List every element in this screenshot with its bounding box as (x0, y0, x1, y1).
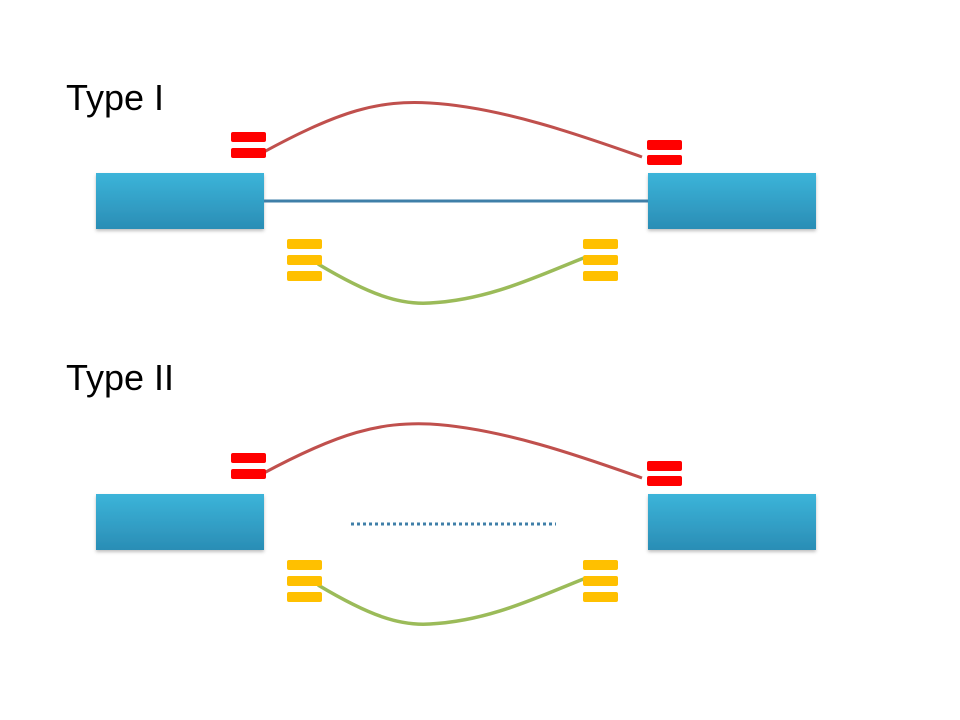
yellow-marker (583, 576, 618, 586)
yellow-marker (287, 592, 322, 602)
red-marker (231, 469, 266, 479)
yellow-marker (583, 271, 618, 281)
yellow-marker (583, 255, 618, 265)
red-marker (647, 461, 682, 471)
yellow-marker (583, 592, 618, 602)
right-exon (648, 173, 816, 229)
yellow-marker (583, 239, 618, 249)
panel-type-ii (96, 422, 816, 626)
yellow-marker (287, 239, 322, 249)
lower-green-arc (317, 576, 587, 626)
type-i-label: Type I (66, 77, 165, 118)
upper-red-arc (261, 422, 643, 480)
red-marker (647, 140, 682, 150)
lower-green-arc (317, 255, 587, 305)
red-marker (647, 476, 682, 486)
yellow-marker (583, 560, 618, 570)
left-exon (96, 494, 264, 550)
red-marker (647, 155, 682, 165)
right-exon (648, 494, 816, 550)
yellow-marker (287, 560, 322, 570)
upper-red-arc (261, 101, 643, 159)
yellow-marker (287, 576, 322, 586)
red-marker (231, 132, 266, 142)
red-marker (231, 148, 266, 158)
type-ii-label: Type II (66, 357, 175, 398)
panel-type-i (96, 101, 816, 305)
left-exon (96, 173, 264, 229)
yellow-marker (287, 271, 322, 281)
red-marker (231, 453, 266, 463)
yellow-marker (287, 255, 322, 265)
